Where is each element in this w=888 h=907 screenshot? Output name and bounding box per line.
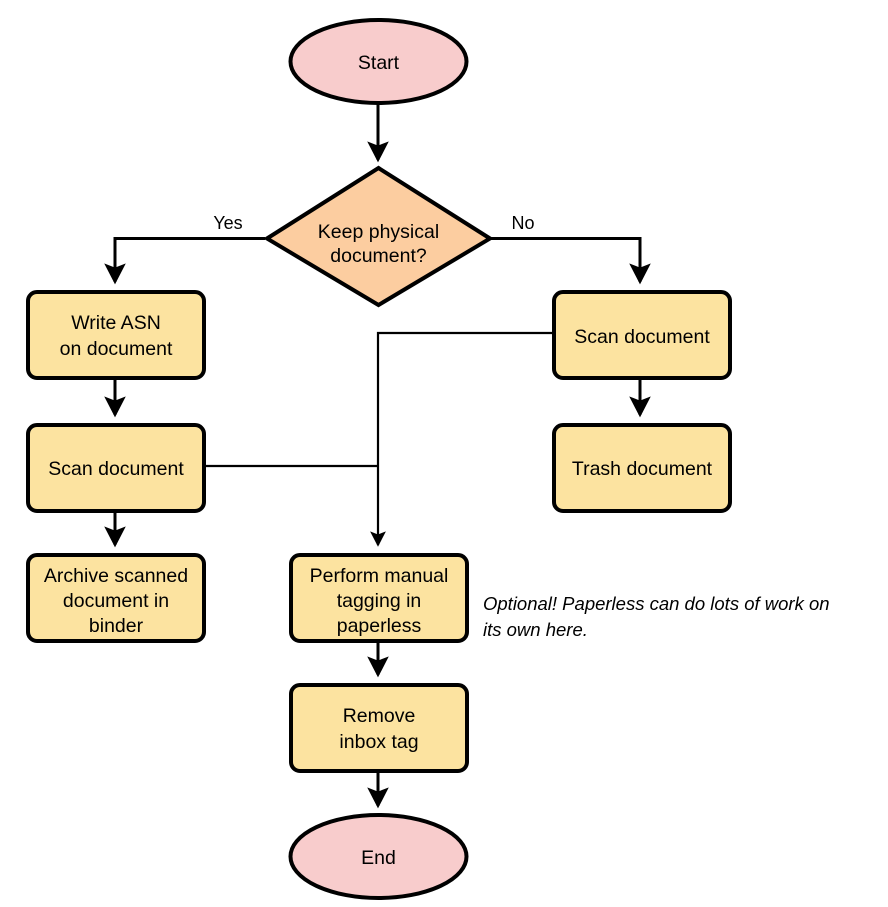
node-archive-document[interactable]: Archive scanned document in binder: [26, 553, 206, 643]
write-asn-label-line2: on document: [60, 338, 173, 360]
manual-tagging-box: [289, 553, 469, 643]
archive-document-label-line2: document in: [63, 590, 169, 612]
archive-document-box: [26, 553, 206, 643]
annotation-line2: its own here.: [483, 619, 588, 640]
scan-document-right-label: Scan document: [574, 326, 710, 348]
start-ellipse: [288, 18, 469, 105]
edge-scan-right-to-tagging: [370, 331, 552, 547]
scan-document-right-box: [552, 290, 732, 380]
node-scan-document-left[interactable]: Scan document: [26, 423, 206, 513]
write-asn-label-line1: Write ASN: [71, 312, 161, 334]
annotation-line1: Optional! Paperless can do lots of work …: [483, 593, 830, 614]
annotation-optional-note: Optional! Paperless can do lots of work …: [483, 593, 830, 640]
node-start[interactable]: Start: [288, 18, 469, 105]
decision-label-line2: document?: [330, 245, 427, 267]
edge-decision-to-scan-right: [490, 237, 651, 285]
connector-layer: [104, 103, 651, 809]
trash-document-box: [552, 423, 732, 513]
end-label: End: [361, 847, 396, 869]
edge-label-yes: Yes: [213, 213, 242, 233]
remove-inbox-tag-box: [289, 683, 469, 773]
node-scan-document-right[interactable]: Scan document: [552, 290, 732, 380]
decision-diamond: [263, 165, 494, 308]
edge-decision-to-write-asn: [104, 237, 265, 285]
manual-tagging-label-line1: Perform manual: [310, 565, 449, 587]
manual-tagging-label-line3: paperless: [337, 615, 422, 637]
node-remove-inbox-tag[interactable]: Remove inbox tag: [289, 683, 469, 773]
node-decision[interactable]: Keep physical document?: [263, 165, 494, 308]
end-ellipse: [288, 813, 469, 900]
edge-label-no: No: [511, 213, 534, 233]
decision-label-line1: Keep physical: [318, 221, 439, 243]
remove-inbox-tag-label-line1: Remove: [343, 705, 416, 727]
manual-tagging-label-line2: tagging in: [337, 590, 422, 612]
start-label: Start: [358, 52, 400, 74]
node-write-asn[interactable]: Write ASN on document: [26, 290, 206, 380]
scan-document-left-box: [26, 423, 206, 513]
write-asn-box: [26, 290, 206, 380]
node-end[interactable]: End: [288, 813, 469, 900]
trash-document-label: Trash document: [572, 458, 713, 480]
node-trash-document[interactable]: Trash document: [552, 423, 732, 513]
archive-document-label-line1: Archive scanned: [44, 565, 188, 587]
node-manual-tagging[interactable]: Perform manual tagging in paperless: [289, 553, 469, 643]
remove-inbox-tag-label-line2: inbox tag: [339, 731, 418, 753]
scan-document-left-label: Scan document: [48, 458, 184, 480]
archive-document-label-line3: binder: [89, 615, 144, 637]
